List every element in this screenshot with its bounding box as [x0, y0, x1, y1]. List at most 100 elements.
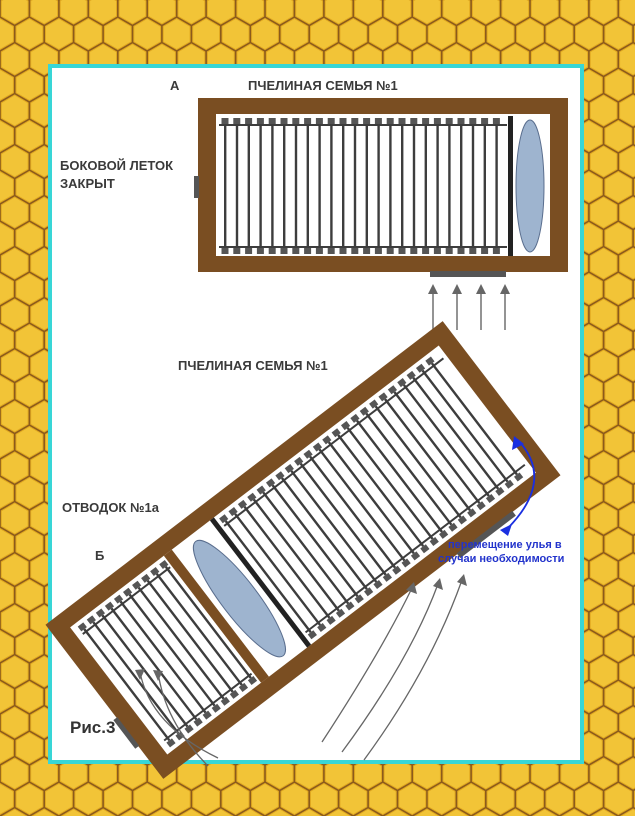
honeycomb-cell: [604, 476, 633, 510]
family-frame-lug-top: [284, 464, 294, 474]
honeycomb-cell: [604, 527, 633, 561]
honeycomb-cell: [177, 0, 206, 25]
honeycomb-cell: [619, 655, 635, 688]
top-frame-lug-bottom: [256, 248, 264, 254]
family-frame-lug-bottom: [326, 615, 336, 625]
honeycomb-cell: [89, 0, 117, 25]
split-frame-lug-bottom: [166, 738, 176, 748]
split-frames: [77, 560, 258, 748]
honeycomb-cell: [310, 17, 338, 51]
top-frame-bar: [365, 124, 368, 248]
top-frame-lug-bottom: [233, 248, 241, 254]
family-frame-bar: [393, 391, 481, 504]
hive-b-partition: [163, 549, 269, 683]
honeycomb-cell: [604, 680, 633, 714]
honeycomb-cell: [89, 808, 117, 816]
family-frame-lug-bottom: [345, 601, 355, 611]
honeycomb-cell: [589, 655, 618, 688]
top-frame-lug-bottom: [363, 248, 371, 254]
top-frame-lug-bottom: [457, 248, 465, 254]
honeycomb-cell: [604, 170, 633, 204]
honeycomb-cell: [119, 808, 146, 816]
honeycomb-cell: [427, 17, 456, 51]
top-frame-lug-top: [292, 118, 300, 124]
family-frame-lug-top: [369, 399, 379, 409]
hive-a-side-entrance: [194, 176, 199, 198]
honeycomb-cell: [178, 808, 205, 816]
top-frame-bar: [389, 124, 392, 248]
honeycomb-cell: [589, 43, 618, 76]
hive-b-airflow-arrows: [139, 579, 463, 767]
honeycomb-cell: [0, 782, 14, 816]
honeycomb-cell: [589, 400, 618, 433]
airflow-arrow-head: [452, 284, 462, 294]
family-frame-lug-top: [219, 514, 229, 524]
honeycomb-cell: [604, 272, 633, 306]
airflow-arrow-head: [428, 284, 438, 294]
honeycomb-cell: [0, 374, 14, 408]
split-frame-lug-top: [132, 580, 142, 590]
top-frame-bar: [471, 124, 475, 248]
honeycomb-cell: [589, 451, 618, 484]
honeycomb-cell: [604, 68, 633, 102]
top-frame-lug-top: [422, 118, 430, 124]
honeycomb-cell: [589, 706, 618, 739]
top-frame-bar: [448, 124, 451, 248]
top-frame-lug-top: [315, 118, 323, 124]
honeycomb-cell: [296, 808, 323, 816]
honeycomb-cell: [265, 0, 294, 25]
airflow-arrow-head: [476, 284, 486, 294]
honeycomb-cell: [604, 17, 633, 51]
family-frame-lug-top: [331, 428, 341, 438]
family-frame-lug-bottom: [392, 565, 402, 575]
split-frame-lug-top: [122, 587, 133, 597]
honeycomb-cell: [398, 782, 427, 816]
family-frame-lug-top: [378, 392, 388, 402]
top-frame-lug-top: [410, 118, 418, 124]
top-frame-lug-top: [492, 118, 500, 124]
honeycomb-cell: [45, 17, 73, 51]
hive-b-interior: [70, 345, 536, 755]
honeycomb-cell: [575, 17, 603, 51]
honeycomb-cell: [619, 349, 635, 382]
family-frame-lug-top: [275, 471, 285, 481]
family-frame-lug-top: [350, 413, 360, 423]
split-entrance: [113, 717, 140, 749]
honeycomb-cell: [604, 374, 633, 408]
honeycomb-cell: [221, 17, 250, 51]
family-frame-lug-top: [406, 370, 416, 380]
family-frame-lug-bottom: [457, 515, 467, 525]
split-frame-lug-top: [77, 622, 87, 632]
honeycomb-cell: [471, 0, 500, 25]
family-frame-lug-top: [415, 363, 426, 373]
family-frame-bar: [365, 412, 453, 526]
family-frame-lug-top: [237, 499, 248, 509]
top-frame-lug-top: [268, 118, 276, 124]
honeycomb-cell: [133, 17, 162, 51]
honeycomb-cell: [0, 247, 29, 280]
top-frame-lug-bottom: [339, 248, 347, 254]
label-family-top: ПЧЕЛИНАЯ СЕМЬЯ №1: [248, 78, 398, 93]
top-frame-bar: [401, 124, 404, 248]
honeycomb-cell: [398, 17, 427, 51]
hive-a-interior: [216, 114, 550, 256]
top-frame-bar: [247, 124, 250, 248]
honeycomb-cell: [59, 0, 88, 25]
honeycomb-cell: [457, 782, 485, 816]
honeycomb-cell: [15, 68, 44, 102]
top-frame-bar: [436, 124, 439, 248]
top-frame-bar: [342, 124, 345, 248]
split-frame-lug-bottom: [184, 724, 194, 734]
top-frame-bar: [235, 124, 239, 248]
honeycomb-cell: [162, 782, 191, 816]
family-entrance: [456, 510, 516, 559]
family-frame-lug-top: [228, 507, 238, 517]
honeycomb-cell: [442, 0, 471, 25]
top-frame-lug-top: [304, 118, 312, 124]
honeycomb-cell: [0, 451, 29, 484]
honeycomb-cell: [589, 94, 618, 127]
honeycomb-cell: [325, 808, 352, 816]
family-frame-bar: [374, 405, 462, 519]
honeycomb-cell: [619, 757, 635, 790]
honeycomb-cell: [118, 0, 147, 25]
